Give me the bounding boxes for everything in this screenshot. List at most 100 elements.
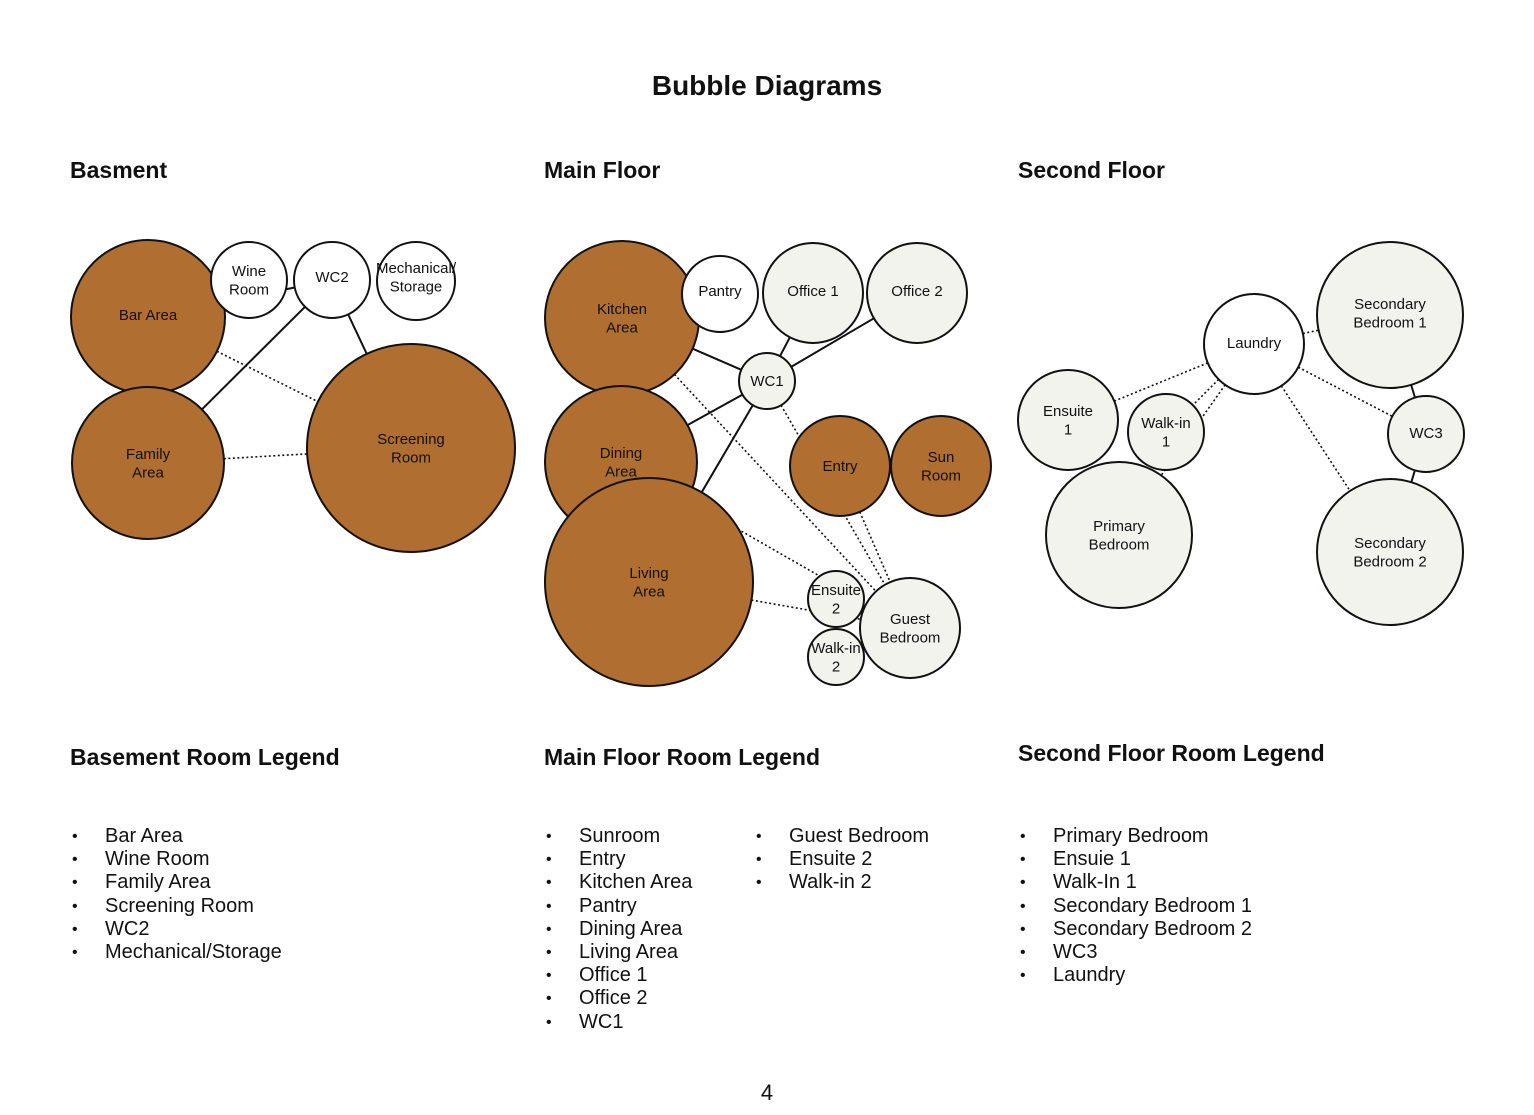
bubble-entry: Entry <box>789 415 891 517</box>
bubble-circle <box>544 477 754 687</box>
bubble-wc2: WC2 <box>293 241 371 319</box>
link-secondary-bedroom1-to-wc3 <box>1410 384 1416 398</box>
link-laundry-to-secondary-bedroom1 <box>1302 329 1319 335</box>
bubble-label: Area <box>633 583 665 600</box>
legend-item: Laundry <box>1018 964 1252 987</box>
legend-title-basement: Basement Room Legend <box>70 744 340 770</box>
bubble-circle <box>1387 395 1465 473</box>
bubble-label: Area <box>605 463 637 480</box>
legend-item: Ensuite 2 <box>754 848 929 871</box>
legend-item: Sunroom <box>544 825 692 848</box>
bubble-label: Family <box>126 446 171 463</box>
link-family-area-to-screening-room <box>223 453 308 460</box>
legend-item: Ensuie 1 <box>1018 848 1252 871</box>
link-bar-area-to-screening-room <box>216 350 319 403</box>
page-number: 4 <box>760 1080 774 1105</box>
bubble-diagram-canvas: Bar AreaFamilyAreaWineRoomWC2Mechanical/… <box>70 239 1465 687</box>
link-family-area-to-wc2 <box>201 306 306 411</box>
link-laundry-to-secondary-bedroom2 <box>1280 385 1351 492</box>
bubble-label: Office 1 <box>787 283 838 300</box>
legend-list-main-floor-second-column: Guest Bedroom Ensuite 2 Walk-in 2 <box>754 825 929 895</box>
bubble-circle <box>71 386 225 540</box>
bubble-circle <box>1017 369 1119 471</box>
bubble-label: Living <box>629 565 668 582</box>
bubble-laundry: Laundry <box>1203 293 1305 395</box>
bubble-circle <box>866 242 968 344</box>
bubble-label: Office 2 <box>891 283 942 300</box>
legend-item: Primary Bedroom <box>1018 825 1252 848</box>
link-kitchen-area-to-wc1 <box>692 347 742 371</box>
bubble-circle <box>681 255 759 333</box>
bubble-label: Primary <box>1093 518 1145 535</box>
bubble-walkin2: Walk-in2 <box>807 628 865 686</box>
bubble-label: Secondary <box>1354 296 1426 313</box>
legend-item: Living Area <box>544 941 692 964</box>
bubble-label: Bedroom 1 <box>1353 314 1426 331</box>
section-title-basement: Basment <box>70 157 168 183</box>
bubble-label: Walk-in <box>1141 415 1190 432</box>
bubble-circle <box>762 242 864 344</box>
legend-item: Entry <box>544 848 692 871</box>
link-dining-area-to-wc1 <box>686 393 744 427</box>
bubble-label: Kitchen <box>597 301 647 318</box>
bubble-label: 1 <box>1162 433 1170 450</box>
bubble-circle <box>1127 393 1205 471</box>
bubble-label: Storage <box>390 278 443 295</box>
legend-item: Office 2 <box>544 987 692 1010</box>
bubble-circle <box>890 415 992 517</box>
section-title-main-floor: Main Floor <box>544 157 661 183</box>
legend-title-second-floor: Second Floor Room Legend <box>1018 740 1325 766</box>
bubble-circle <box>210 241 288 319</box>
link-laundry-to-walkin1 <box>1192 378 1220 406</box>
bubble-label: Bedroom <box>880 629 941 646</box>
bubble-label: Bar Area <box>119 307 178 324</box>
bubble-office1: Office 1 <box>762 242 864 344</box>
bubble-circle <box>859 577 961 679</box>
link-entry-to-guest-bedroom <box>859 511 891 583</box>
legend-item: Family Area <box>70 871 282 894</box>
bubble-circle <box>1316 241 1464 389</box>
bubble-label: Room <box>921 467 961 484</box>
legend-title-main-floor: Main Floor Room Legend <box>544 744 820 770</box>
bubble-walkin1: Walk-in1 <box>1127 393 1205 471</box>
bubble-circle <box>544 240 700 396</box>
bubble-label: Room <box>391 449 431 466</box>
legend-item: Walk-In 1 <box>1018 871 1252 894</box>
bubble-label: Laundry <box>1227 335 1282 352</box>
legend-item: Bar Area <box>70 825 282 848</box>
bubble-label: 2 <box>832 600 840 617</box>
bubble-pantry: Pantry <box>681 255 759 333</box>
bubble-label: Area <box>132 464 164 481</box>
bubble-circle <box>1316 478 1464 626</box>
bubble-label: Area <box>606 319 638 336</box>
link-living-area-to-wc1 <box>700 404 754 493</box>
bubble-label: WC2 <box>315 269 348 286</box>
bubble-label: Secondary <box>1354 535 1426 552</box>
link-wc1-to-office1 <box>779 336 791 357</box>
link-wc1-to-office2 <box>790 317 875 368</box>
legend-item: WC1 <box>544 1011 692 1034</box>
legend-item: WC3 <box>1018 941 1252 964</box>
legend-item: Walk-in 2 <box>754 871 929 894</box>
legend-item: Kitchen Area <box>544 871 692 894</box>
bubble-label: WC1 <box>750 373 783 390</box>
bubble-circle <box>376 241 456 321</box>
bubble-label: Bedroom <box>1089 536 1150 553</box>
bubble-circle <box>1203 293 1305 395</box>
legend-list-second-floor: Primary Bedroom Ensuie 1 Walk-In 1 Secon… <box>1018 825 1252 988</box>
bubble-wc3: WC3 <box>1387 395 1465 473</box>
bubble-mechanical-storage: Mechanical/Storage <box>376 241 457 321</box>
bubble-circle <box>807 570 865 628</box>
bubble-label: Mechanical/ <box>376 260 457 277</box>
link-secondary-bedroom2-to-wc3 <box>1410 470 1416 483</box>
legend-item: WC2 <box>70 918 282 941</box>
bubble-circle <box>1045 461 1193 609</box>
bubble-label: Guest <box>890 611 931 628</box>
